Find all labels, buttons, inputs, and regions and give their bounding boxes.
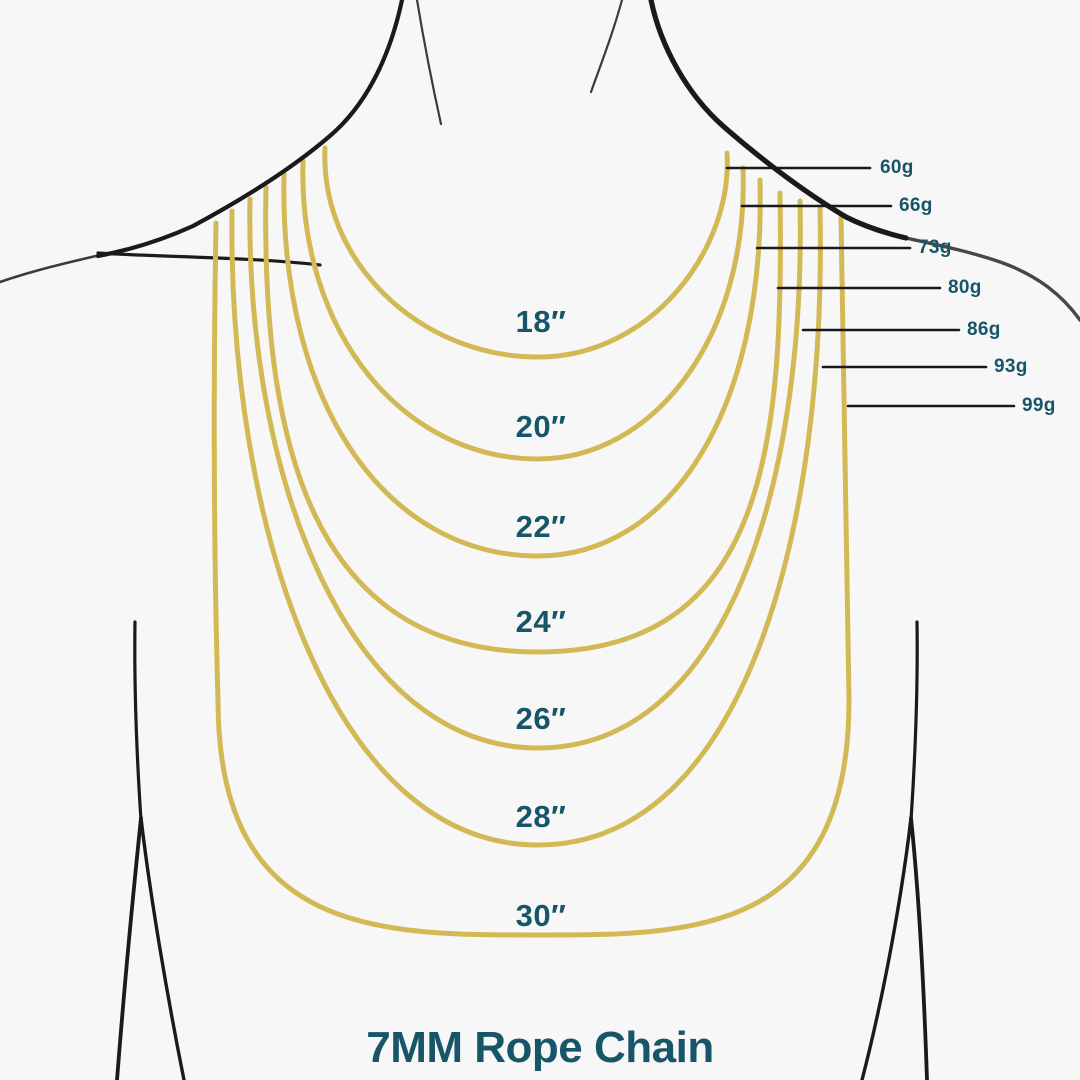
size-label-22in: 22″ bbox=[515, 509, 567, 544]
weight-label-66g: 66g bbox=[899, 195, 933, 216]
chain-curve-28in bbox=[229, 206, 823, 848]
chain-curve-22in bbox=[281, 171, 763, 559]
chain-curve-26in bbox=[247, 196, 803, 751]
size-label-30in: 30″ bbox=[515, 898, 567, 933]
neck-inner-line-right bbox=[589, 0, 624, 94]
shoulder-fade-right bbox=[904, 236, 1080, 322]
collarbone-line bbox=[96, 251, 322, 267]
arm-upper-right bbox=[909, 620, 919, 822]
chain-curve-30in bbox=[211, 214, 852, 938]
arm-upper-left bbox=[133, 620, 143, 822]
weight-label-73g: 73g bbox=[918, 237, 952, 258]
neck-outline-right bbox=[648, 0, 909, 241]
size-label-24in: 24″ bbox=[515, 604, 567, 639]
weight-label-86g: 86g bbox=[967, 319, 1001, 340]
weight-label-80g: 80g bbox=[948, 277, 982, 298]
chain-curve-20in bbox=[300, 158, 746, 462]
size-label-26in: 26″ bbox=[515, 701, 567, 736]
chart-title: 7MM Rope Chain bbox=[366, 1023, 714, 1072]
arm-lower-right bbox=[909, 816, 929, 1080]
arm-lower-left bbox=[115, 816, 143, 1080]
size-label-28in: 28″ bbox=[515, 799, 567, 834]
size-label-18in: 18″ bbox=[515, 304, 567, 339]
chain-curve-24in bbox=[263, 184, 783, 655]
size-label-20in: 20″ bbox=[515, 409, 567, 444]
torso-side-left bbox=[139, 816, 186, 1080]
weight-label-99g: 99g bbox=[1022, 395, 1056, 416]
neck-inner-line-left bbox=[415, 0, 443, 126]
neck-outline-left bbox=[95, 0, 405, 259]
shoulder-taper-left bbox=[0, 253, 102, 284]
weight-label-93g: 93g bbox=[994, 356, 1028, 377]
torso-side-right bbox=[860, 816, 913, 1080]
chain-curve-18in bbox=[322, 145, 730, 360]
weight-label-60g: 60g bbox=[880, 157, 914, 178]
